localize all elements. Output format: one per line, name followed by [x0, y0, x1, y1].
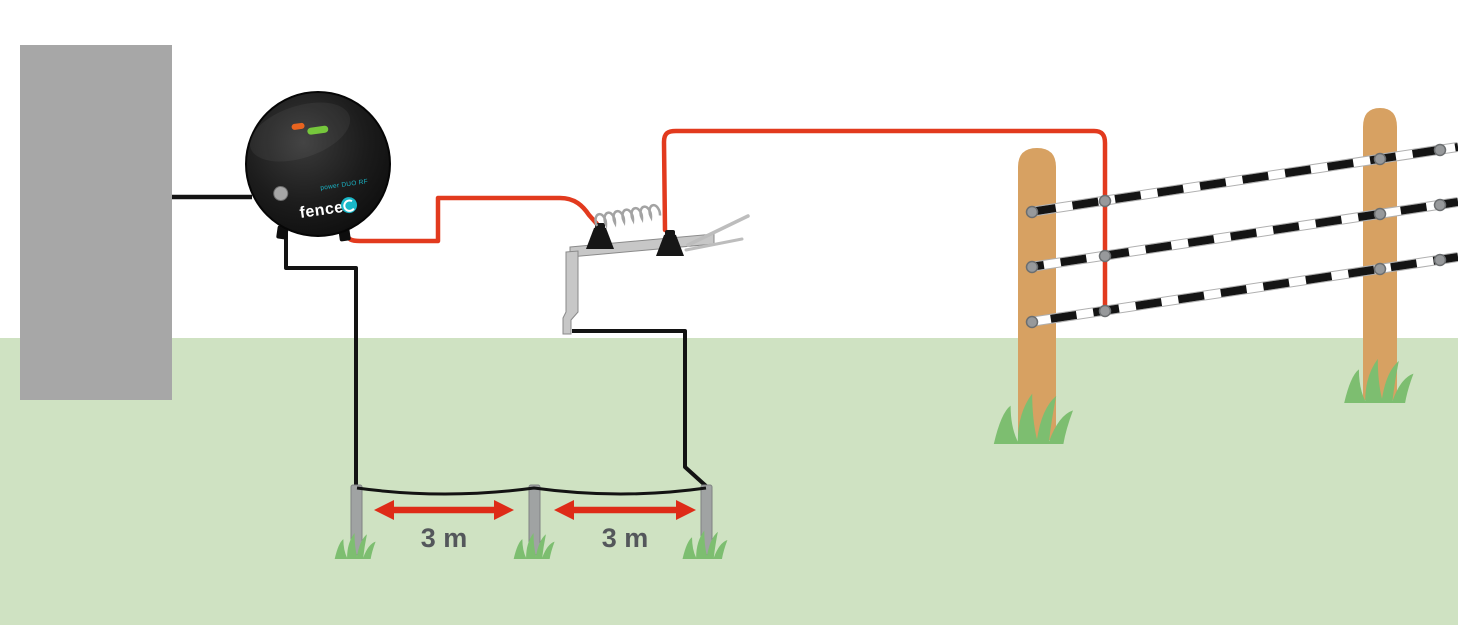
fence-post-left: [1018, 148, 1056, 440]
distance-label-left: 3 m: [421, 523, 468, 553]
energizer-led-green: [307, 125, 329, 135]
indicator-dot: [273, 185, 289, 201]
earth-wire-device: [572, 329, 708, 488]
fence-logo-text: fence: [299, 199, 345, 222]
switch-insulator-left: [586, 223, 614, 249]
connector-dot: [1373, 152, 1387, 166]
arrow-head-icon: [554, 500, 574, 520]
distance-arrow-left: [374, 500, 514, 520]
arrow-head-icon: [374, 500, 394, 520]
tension-spring: [594, 203, 662, 229]
live-wire-switch-to-fence: [661, 128, 1108, 314]
switch-insulator-right: [656, 230, 684, 256]
connector-dot: [1373, 262, 1387, 276]
wire-prong-upper: [686, 214, 750, 247]
distance-arrow-right: [554, 500, 696, 520]
energizer: power DUO RF fence: [245, 91, 391, 242]
earth-rod-jumper-wire: [356, 486, 707, 496]
grass-ground: [0, 338, 1458, 625]
connector-dot: [1433, 253, 1447, 267]
connector-dot: [1373, 207, 1387, 221]
connector-dot: [1098, 249, 1112, 263]
energizer-gloss-highlight: [249, 102, 351, 162]
wire-prong-lower: [684, 237, 744, 252]
connector-dot: [1433, 143, 1447, 157]
earth-wire-energizer: [284, 231, 358, 487]
wall: [20, 45, 172, 400]
fence-post-right: [1363, 108, 1397, 400]
connector-dot: [1098, 304, 1112, 318]
arrow-head-icon: [676, 500, 696, 520]
cutout-switch: [562, 203, 750, 335]
connector-dot: [1025, 205, 1039, 219]
switch-bracket-strap: [562, 250, 579, 335]
connector-dot: [1025, 260, 1039, 274]
arrow-head-icon: [494, 500, 514, 520]
live-wire-energizer-to-switch: [344, 195, 600, 244]
connector-dot: [1025, 315, 1039, 329]
connector-dot: [1098, 194, 1112, 208]
connector-dot: [1433, 198, 1447, 212]
connector-dots: [1025, 143, 1447, 329]
fence-logo-crescent: [343, 199, 355, 212]
energizer-led-orange: [291, 122, 305, 130]
distance-label-right: 3 m: [602, 523, 649, 553]
